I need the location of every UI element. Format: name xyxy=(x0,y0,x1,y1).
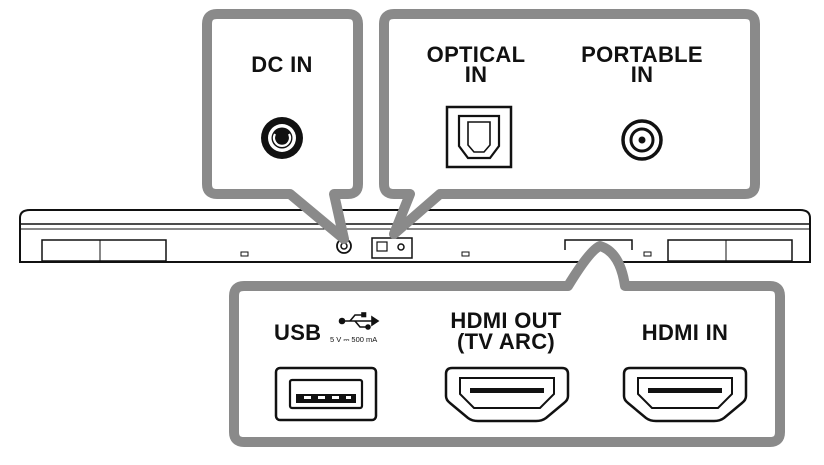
optical-in-label-line2: IN xyxy=(464,62,488,87)
callout-optical-portable xyxy=(379,9,760,239)
dc-jack-icon xyxy=(261,117,303,159)
usb-spec-label: 5 V ⎓ 500 mA xyxy=(330,335,378,344)
portable-jack-icon xyxy=(621,119,663,161)
hdmi-port-icon xyxy=(444,366,570,423)
hdmi-in-port-icon xyxy=(622,366,748,423)
usb-trident-icon xyxy=(338,312,380,330)
dc-in-label: DC IN xyxy=(251,52,313,77)
hdmi-in-label: HDMI IN xyxy=(641,320,729,345)
optical-port-icon xyxy=(445,105,513,169)
portable-in-label-line1: PORTABLE xyxy=(581,42,703,67)
optical-in-label-line1: OPTICAL xyxy=(426,42,526,67)
usb-port-icon xyxy=(274,366,378,422)
callout-usb-hdmi xyxy=(229,241,785,447)
usb-label: USB xyxy=(274,320,322,345)
hdmi-out-label-line1: HDMI OUT xyxy=(450,308,562,333)
portable-in-label-line2: IN xyxy=(630,62,654,87)
hdmi-out-label-line2: (TV ARC) xyxy=(456,329,556,354)
